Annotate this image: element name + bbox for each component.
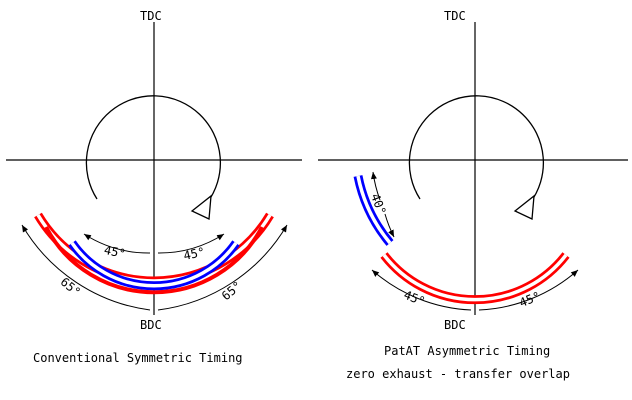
left-inner-dimension-left [83,233,151,254]
right-transfer-port-arc-core [382,253,568,302]
left-angle-inner-left: 45° [103,243,127,261]
left-panel: TDC BDC 45° 45° 65° 65° Conventional Sym… [6,9,302,365]
right-bdc-label: BDC [444,318,466,332]
left-angle-outer-right: 65° [219,278,245,303]
left-angle-outer-left: 65° [58,275,84,300]
right-dimension-left [371,269,472,311]
left-inner-dimension-right [157,233,225,254]
left-rotation-arrowhead [190,194,212,220]
left-caption: Conventional Symmetric Timing [33,351,243,365]
left-bdc-label: BDC [140,318,162,332]
right-dimension-right [478,269,579,311]
left-exhaust-port-arc-core [70,241,238,288]
right-angle-exhaust: 40° [368,192,389,217]
left-transfer-port-arc-outer-core [36,214,272,283]
left-angle-inner-right: 45° [182,245,206,263]
left-outer-dimension-left [21,224,151,311]
right-exhaust-dimension-up [370,171,381,201]
left-outer-dimension-right [157,224,288,311]
right-exhaust-dimension-down [384,213,395,238]
right-tdc-label: TDC [444,9,466,23]
left-rotation-arrow [85,95,221,204]
right-caption-line-2: zero exhaust - transfer overlap [346,367,570,381]
right-rotation-arrow [408,95,544,204]
right-panel: TDC BDC 40° 45° 45° PatAT Asymmetric Tim… [318,9,628,381]
left-tdc-label: TDC [140,9,162,23]
right-rotation-arrowhead [513,194,535,220]
right-exhaust-port-arc-core [356,175,392,245]
left-transfer-port-arc-inner [44,226,264,295]
right-caption-line-1: PatAT Asymmetric Timing [384,344,550,358]
